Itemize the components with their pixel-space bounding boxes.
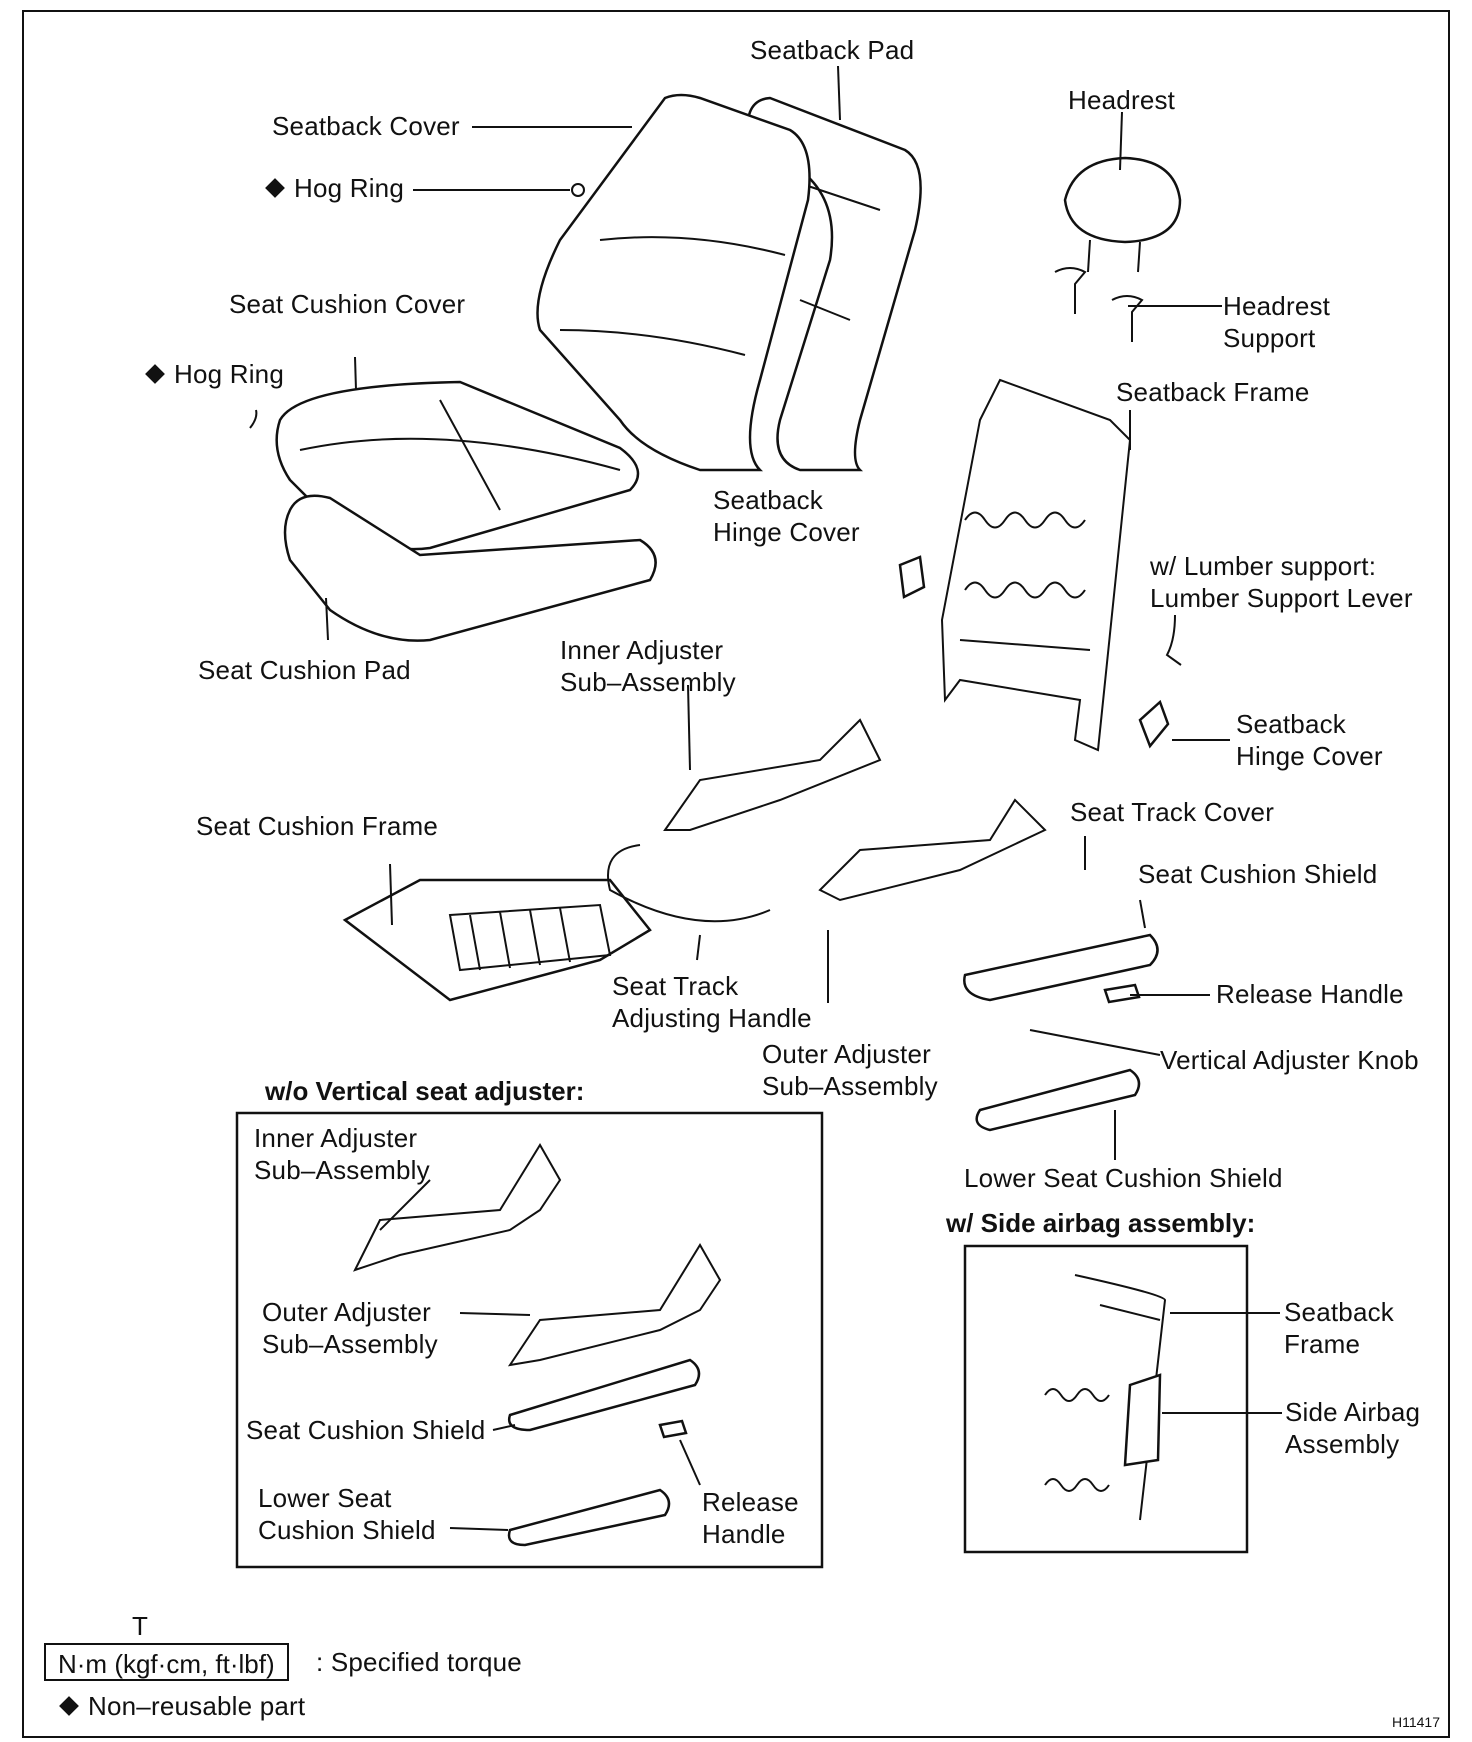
diagram-border — [22, 10, 1450, 1738]
inset-left-lower-shield-2: Cushion Shield — [258, 1515, 436, 1545]
label-seat-cushion-pad: Seat Cushion Pad — [198, 655, 411, 685]
label-seat-track-handle-1: Seat Track — [612, 971, 739, 1001]
label-headrest-support-1: Headrest — [1223, 291, 1331, 321]
inset-right-border — [963, 1244, 1249, 1554]
label-lower-seat-cushion-shield: Lower Seat Cushion Shield — [964, 1163, 1283, 1193]
label-outer-adjuster-1: Outer Adjuster — [762, 1039, 931, 1069]
label-seatback-cover: Seatback Cover — [272, 111, 460, 141]
inset-left-lower-shield-1: Lower Seat — [258, 1483, 392, 1513]
label-inner-adjuster-1: Inner Adjuster — [560, 635, 724, 665]
inset-left-outer-adjuster-1: Outer Adjuster — [262, 1297, 431, 1327]
seat-cushion-pad-art — [283, 494, 657, 642]
label-seatback-hinge-cover-b1: Seatback — [1236, 709, 1347, 739]
leader-lines — [325, 65, 1230, 1160]
seat-cushion-cover-art — [275, 380, 640, 551]
inset-left-outer-adjuster-2: Sub–Assembly — [262, 1329, 438, 1359]
label-seatback-hinge-cover-a1: Seatback — [713, 485, 824, 515]
inset-left-border — [235, 1111, 824, 1569]
inset-right-header: w/ Side airbag assembly: — [946, 1208, 1256, 1238]
label-seat-track-cover: Seat Track Cover — [1070, 797, 1275, 827]
label-headrest-support-2: Support — [1223, 323, 1316, 353]
non-reusable-icon — [265, 178, 285, 199]
label-seat-cushion-shield: Seat Cushion Shield — [1138, 859, 1378, 889]
label-outer-adjuster-2: Sub–Assembly — [762, 1071, 938, 1101]
label-vertical-adjuster-knob: Vertical Adjuster Knob — [1160, 1045, 1419, 1075]
label-seatback-hinge-cover-a2: Hinge Cover — [713, 517, 860, 547]
label-lumber-1: w/ Lumber support: — [1150, 551, 1377, 581]
inset-left-release-handle-2: Handle — [702, 1519, 786, 1549]
seatback-frame-art — [940, 378, 1132, 752]
inset-left-art — [353, 1143, 722, 1547]
label-headrest: Headrest — [1068, 85, 1176, 115]
torque-description: : Specified torque — [316, 1647, 522, 1677]
inset-right-seatback-frame-1: Seatback — [1284, 1297, 1395, 1327]
non-reusable-icon — [145, 364, 165, 385]
seat-cushion-frame-art — [342, 878, 652, 1002]
inset-left-inner-adjuster-2: Sub–Assembly — [254, 1155, 430, 1185]
headrest-art — [1054, 156, 1182, 342]
inset-left-inner-adjuster-1: Inner Adjuster — [254, 1123, 418, 1153]
label-inner-adjuster-2: Sub–Assembly — [560, 667, 736, 697]
label-seatback-frame: Seatback Frame — [1116, 377, 1310, 407]
inset-right-side-airbag-2: Assembly — [1285, 1429, 1400, 1459]
torque-units-box: N·m (kgf·cm, ft·lbf) — [44, 1643, 289, 1681]
inset-left-header: w/o Vertical seat adjuster: — [265, 1076, 585, 1106]
inset-left-seat-cushion-shield: Seat Cushion Shield — [246, 1415, 486, 1445]
inset-left-release-handle-1: Release — [702, 1487, 799, 1517]
adjusters-art — [663, 718, 1047, 902]
legend-non-reusable: Non–reusable part — [59, 1690, 305, 1722]
torque-symbol: T — [132, 1611, 149, 1641]
figure-id: H11417 — [1392, 1714, 1441, 1730]
inset-right-seatback-frame-2: Frame — [1284, 1329, 1361, 1359]
label-hog-ring-2: Hog Ring — [145, 358, 284, 390]
non-reusable-icon — [59, 1696, 79, 1717]
label-release-handle: Release Handle — [1216, 979, 1404, 1009]
label-lumber-2: Lumber Support Lever — [1150, 583, 1413, 613]
label-seat-track-handle-2: Adjusting Handle — [612, 1003, 812, 1033]
inset-right-art — [1044, 1274, 1282, 1521]
label-seatback-hinge-cover-b2: Hinge Cover — [1236, 741, 1383, 771]
label-hog-ring-1: Hog Ring — [265, 172, 404, 204]
label-seatback-pad: Seatback Pad — [750, 35, 915, 65]
seatback-cover-art — [536, 93, 811, 472]
label-seat-cushion-cover: Seat Cushion Cover — [229, 289, 466, 319]
label-seat-cushion-frame: Seat Cushion Frame — [196, 811, 439, 841]
inset-right-side-airbag-1: Side Airbag — [1285, 1397, 1421, 1427]
